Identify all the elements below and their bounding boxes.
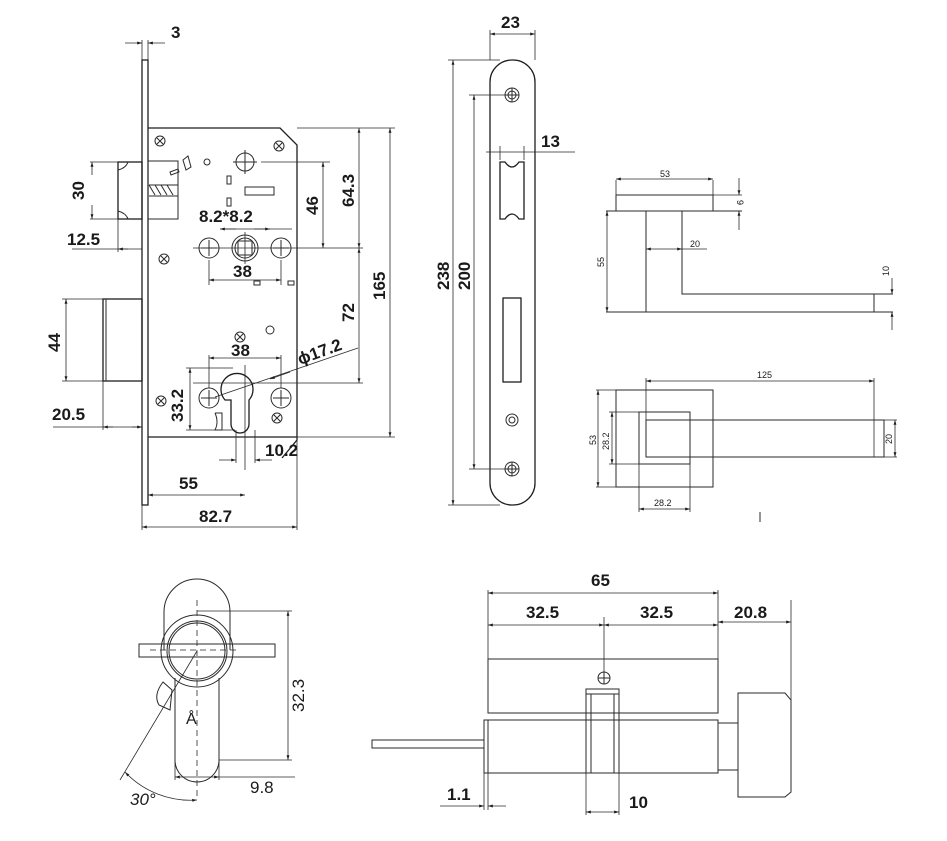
handle-side-view: 53 9 20 55 10 [596,169,894,330]
dim-half-left: 32.5 [526,603,559,622]
lever-front [645,419,885,458]
dim-cylinder-slot: 10.2 [265,441,298,460]
cylinder-end-view: Å 30° 32.3 9.8 [119,578,308,809]
deadbolt [102,298,143,382]
dim-flange: 1.1 [447,785,471,804]
cam-bar [138,643,276,658]
dim-deadbolt-offset: 20.5 [52,405,85,424]
brand-logo: Å [186,709,197,728]
dim-cam-angle: 30° [130,790,156,809]
thumb-knob [737,692,792,798]
dim-rose-thickness: 9 [735,200,745,205]
dim-rose-height: 53 [588,435,598,445]
cam-slot [585,688,620,774]
latch-spring [182,155,192,171]
faceplate-strip [141,59,149,506]
rose-side [615,194,714,212]
dim-cylinder-diameter: ϕ17.2 [295,335,345,369]
dim-cylinder-end-height: 32.3 [289,679,308,712]
dim-cylinder-length: 65 [591,571,610,590]
cam-lever [156,681,173,711]
dim-faceplate-width: 23 [501,13,520,32]
latch-bolt [117,161,143,220]
dim-knob-length: 20.8 [734,603,767,622]
rose-front [615,389,714,488]
cylinder-cutout [220,372,254,434]
cylinder-body [487,719,719,774]
deadbolt-opening [502,297,522,383]
dim-neck-width: 20 [690,239,700,249]
dim-faceplate-length: 238 [434,262,453,290]
handle-front-view: 125 53 28.2 28.2 20 [588,370,897,522]
dim-handle-projection: 55 [596,257,606,267]
dim-rose-width: 53 [660,169,670,179]
dim-spindle-to-top: 64.3 [339,174,358,207]
dim-deadbolt-height: 44 [45,333,64,352]
dim-cam-width: 10 [629,793,648,812]
dim-lever-width: 20 [884,434,894,444]
cylinder-top [163,578,231,650]
dim-body-depth: 82.7 [199,507,232,526]
cylinder-side-view: 65 32.5 32.5 20.8 1.1 10 [371,571,792,815]
key-tail [371,739,485,749]
dim-spindle-to-top-screw: 46 [303,196,322,215]
dim-half-right: 32.5 [640,603,673,622]
dim-spindle-hole-spacing: 38 [233,262,252,281]
dim-spindle-to-cylinder: 72 [339,303,358,322]
dim-faceplate-thickness: 3 [171,23,180,42]
dim-latch-height: 30 [69,181,88,200]
dim-backset: 55 [179,474,198,493]
dim-inner-height: 28.2 [601,432,611,450]
faceplate-view: 23 13 238 200 [434,13,575,506]
rose-inner [638,411,691,465]
dim-latch-width: 13 [541,132,560,151]
screw-icon [154,135,285,424]
latch-housing [147,160,179,220]
lock-body-view: 3 30 12.5 8.2*8.2 38 46 64.3 165 72 44 2 [45,23,395,530]
dim-lever-length: 125 [757,370,772,380]
dim-latch-offset: 12.5 [67,230,100,249]
dim-spindle-square: 8.2*8.2 [199,207,253,226]
cylinder-body-top [487,658,719,714]
latch-opening [499,161,525,220]
dim-screw-spacing: 200 [455,262,474,290]
dim-cylinder-hole-spacing: 38 [231,341,250,360]
faceplate-outline [489,59,536,506]
dim-inner-width: 28.2 [654,498,672,508]
dim-cylinder-height: 33.2 [168,389,187,422]
dim-cylinder-end-width: 9.8 [250,778,274,797]
dim-lever-thickness: 10 [881,266,891,276]
dim-body-height: 165 [370,272,389,300]
